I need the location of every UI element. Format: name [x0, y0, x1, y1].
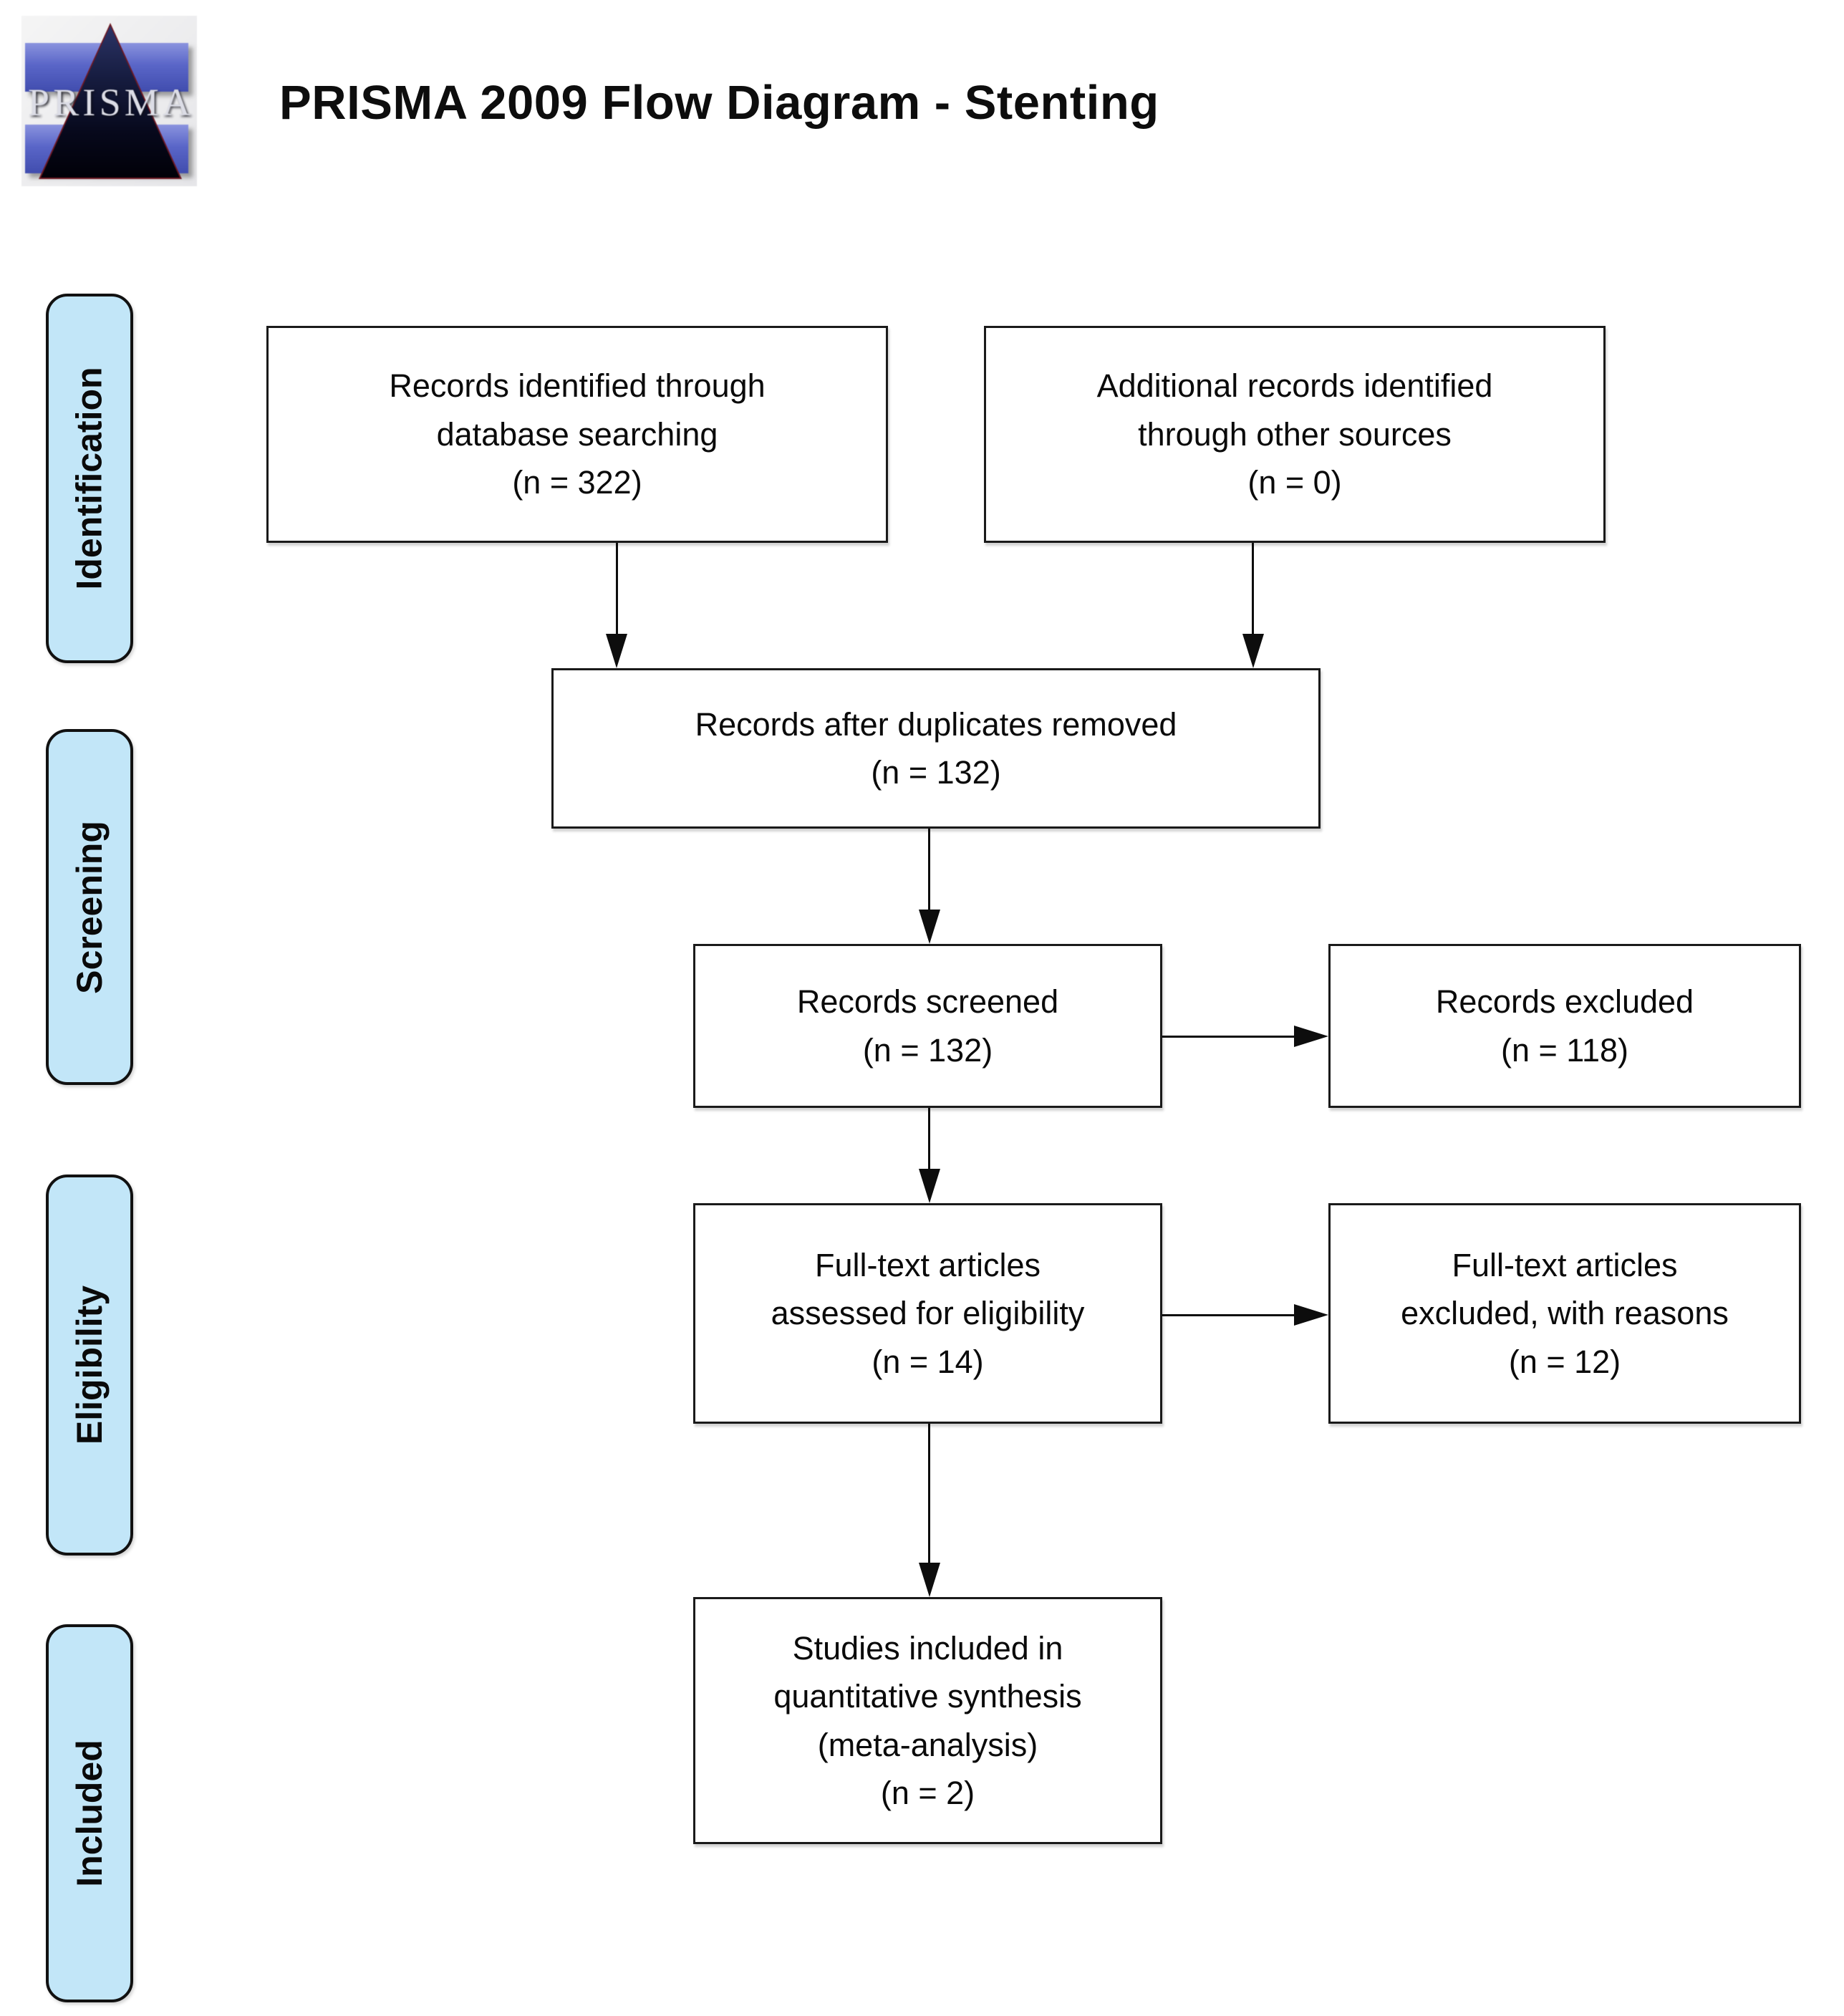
box-text-line: (meta-analysis) [817, 1726, 1038, 1763]
flow-box-studies-included: Studies included in quantitative synthes… [693, 1597, 1162, 1844]
arrow-fulltext-to-included [928, 1424, 930, 1563]
page-title: PRISMA 2009 Flow Diagram - Stenting [279, 76, 1159, 130]
arrowhead-down-icon [919, 1563, 940, 1597]
logo-letter: A [162, 81, 190, 124]
arrow-screened-to-excluded [1162, 1036, 1294, 1038]
box-text-line: Additional records identified [1096, 367, 1493, 405]
stage-label-identification: Identification [46, 294, 133, 663]
flow-box-additional-records: Additional records identified through ot… [984, 326, 1606, 543]
flow-box-records-identified: Records identified through database sear… [266, 326, 888, 543]
box-text-line: excluded, with reasons [1401, 1295, 1729, 1332]
stage-label-screening: Screening [46, 729, 133, 1085]
arrow-additional-to-duplicates [1252, 543, 1254, 634]
box-count: (n = 118) [1500, 1031, 1629, 1069]
logo-letter: M [124, 81, 159, 124]
box-text-line: through other sources [1138, 415, 1452, 453]
box-text-line: Studies included in [792, 1629, 1063, 1667]
logo-letter: R [53, 81, 79, 124]
arrowhead-down-icon [1242, 634, 1264, 668]
box-count: (n = 2) [880, 1775, 975, 1811]
box-count: (n = 322) [512, 464, 642, 501]
box-count: (n = 132) [871, 754, 1001, 791]
arrowhead-down-icon [919, 1169, 940, 1203]
logo-wordmark: P R I S M A [21, 83, 197, 122]
box-text-line: Records after duplicates removed [695, 705, 1177, 743]
flow-box-records-screened: Records screened (n = 132) [693, 944, 1162, 1108]
box-count: (n = 132) [862, 1031, 993, 1069]
arrow-identified-to-duplicates [616, 543, 618, 634]
box-text-line: quantitative synthesis [773, 1678, 1082, 1714]
box-text-line: Full-text articles [1452, 1246, 1678, 1283]
arrow-duplicates-to-screened [928, 829, 930, 910]
arrowhead-right-icon [1294, 1026, 1328, 1047]
box-count: (n = 14) [872, 1343, 984, 1380]
flow-box-fulltext-assessed: Full-text articles assessed for eligibil… [693, 1203, 1162, 1424]
box-text-line: Records excluded [1435, 983, 1694, 1020]
box-text-line: Records screened [796, 983, 1059, 1020]
box-text-line: Records identified through [389, 367, 766, 405]
flow-box-fulltext-excluded: Full-text articles excluded, with reason… [1328, 1203, 1801, 1424]
arrowhead-down-icon [919, 910, 940, 944]
box-text-line: database searching [436, 415, 718, 453]
arrowhead-down-icon [606, 634, 627, 668]
box-text-line: assessed for eligibility [771, 1295, 1085, 1332]
logo-letter: S [99, 81, 121, 124]
prisma-logo: P R I S M A [21, 16, 197, 186]
arrowhead-right-icon [1294, 1304, 1328, 1326]
arrow-fulltext-to-excluded [1162, 1314, 1294, 1316]
arrow-screened-to-fulltext [928, 1108, 930, 1169]
box-count: (n = 12) [1508, 1343, 1621, 1380]
stage-label-eligibility: Eligibility [46, 1175, 133, 1556]
box-count: (n = 0) [1247, 464, 1342, 501]
flow-box-records-excluded: Records excluded (n = 118) [1328, 944, 1801, 1108]
logo-letter: I [82, 81, 96, 124]
flow-box-after-duplicates: Records after duplicates removed (n = 13… [551, 668, 1321, 829]
box-text-line: Full-text articles [814, 1246, 1041, 1283]
logo-letter: P [28, 81, 50, 124]
stage-label-included: Included [46, 1624, 133, 2002]
